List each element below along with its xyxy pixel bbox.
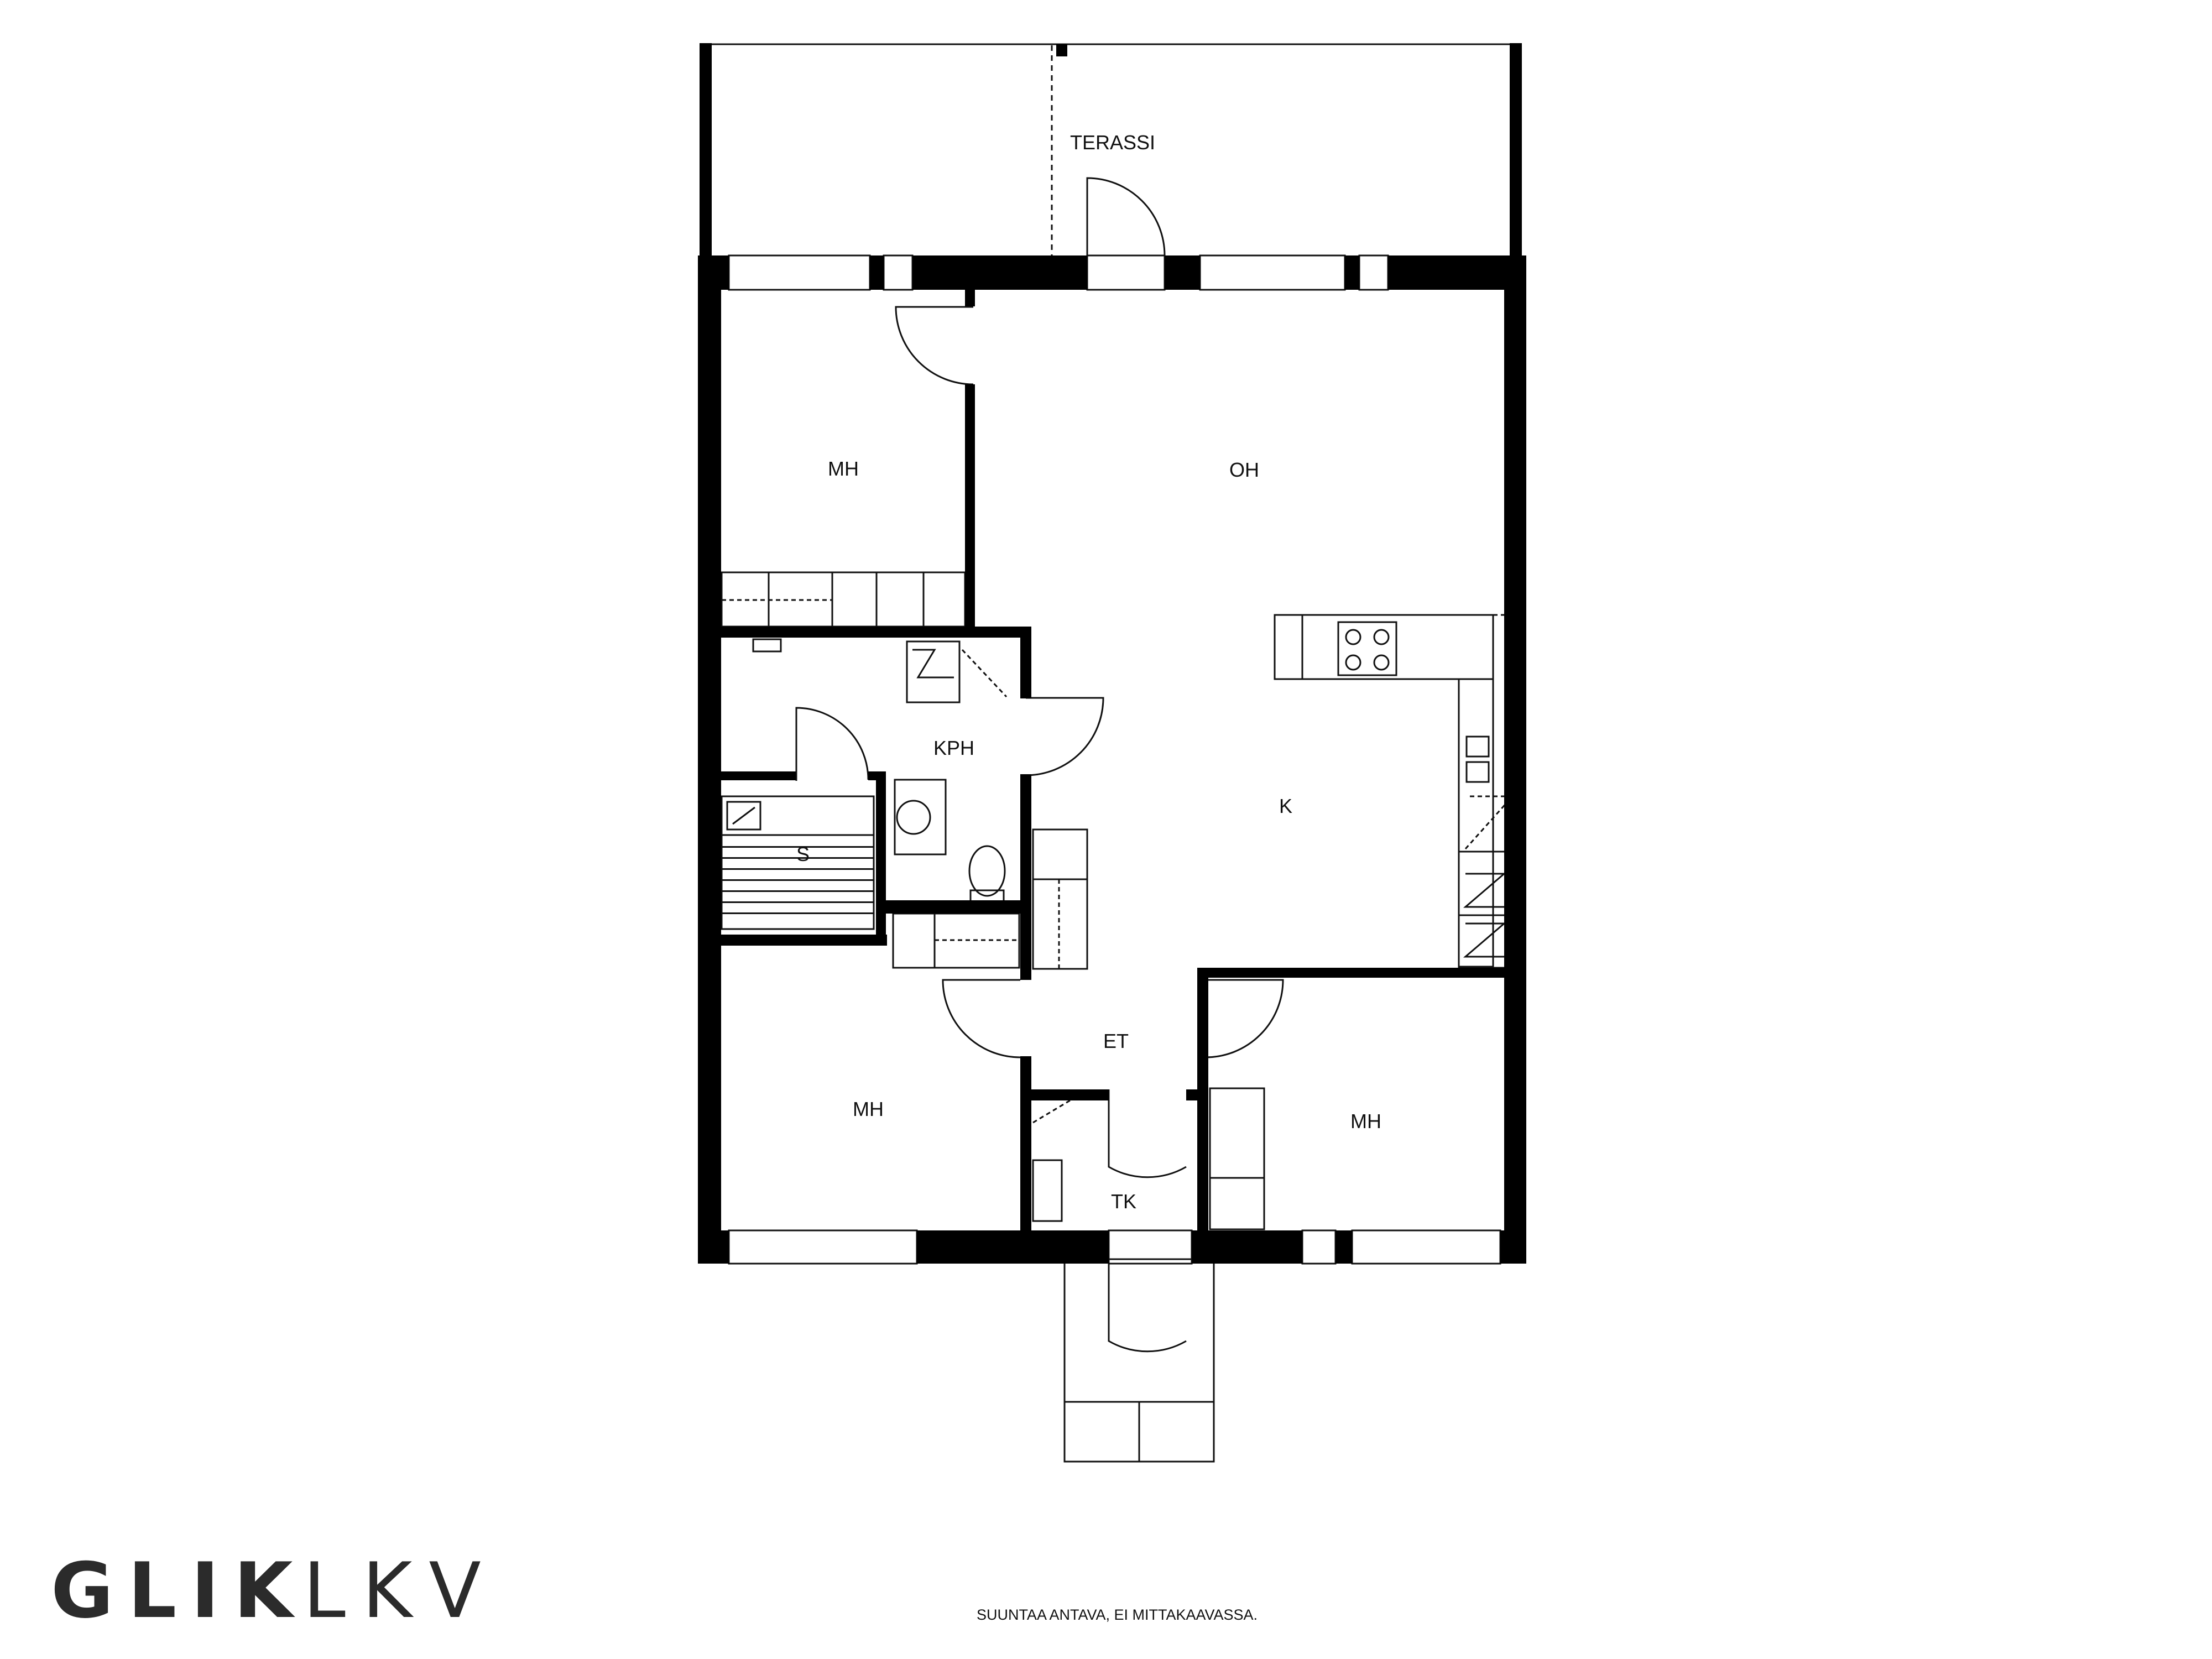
room-label-kitchen: K — [1279, 795, 1292, 817]
walls — [698, 43, 1526, 1264]
door-swing — [795, 707, 869, 781]
shower-icon — [906, 640, 961, 703]
entrance-porch — [1063, 1258, 1215, 1403]
window — [1358, 254, 1389, 291]
sink-icon — [1465, 735, 1490, 758]
wardrobe — [1032, 828, 1088, 970]
room-label-hall: ET — [1103, 1030, 1129, 1052]
room-label-terrace: TERASSI — [1070, 131, 1155, 154]
room-label-bathroom: KPH — [933, 737, 974, 759]
shelf — [1032, 1159, 1063, 1222]
sauna-stove-icon — [726, 801, 761, 831]
door-swing — [1108, 1264, 1187, 1353]
room-label-closet: TK — [1111, 1190, 1136, 1213]
door-swing — [942, 979, 1021, 1058]
scale-disclaimer: SUUNTAA ANTAVA, EI MITTAKAAVASSA. — [976, 1606, 1258, 1623]
window — [883, 254, 914, 291]
logo-suffix: LKV — [303, 1546, 498, 1635]
window — [1199, 254, 1346, 291]
wardrobe — [721, 571, 966, 628]
room-label-bedroom-bottom-left: MH — [853, 1098, 884, 1120]
kitchen-cabinet-run — [1458, 678, 1494, 968]
wardrobe — [1209, 1087, 1265, 1230]
logo-brand: GLIK — [51, 1546, 307, 1635]
window — [1351, 1229, 1501, 1265]
room-label-bedroom-top: MH — [828, 457, 859, 480]
door-swing — [895, 306, 974, 385]
room-label-sauna: S — [796, 843, 810, 865]
room-label-bedroom-bottom-right: MH — [1350, 1110, 1381, 1133]
door-swing — [1205, 979, 1284, 1058]
window — [728, 1229, 918, 1265]
window — [728, 254, 871, 291]
toilet-icon — [968, 845, 1006, 897]
terrace-door-opening — [1086, 254, 1166, 291]
sink-icon — [894, 779, 947, 855]
towel-rail-icon — [752, 638, 782, 653]
sauna-bench-lower — [721, 834, 875, 930]
door-swing — [1025, 697, 1104, 776]
stove-icon — [1337, 621, 1397, 676]
counter-end — [1274, 614, 1303, 680]
door-swing — [1086, 177, 1166, 256]
door-swing — [1108, 1089, 1187, 1178]
window — [1301, 1229, 1337, 1265]
room-label-living: OH — [1229, 458, 1259, 481]
